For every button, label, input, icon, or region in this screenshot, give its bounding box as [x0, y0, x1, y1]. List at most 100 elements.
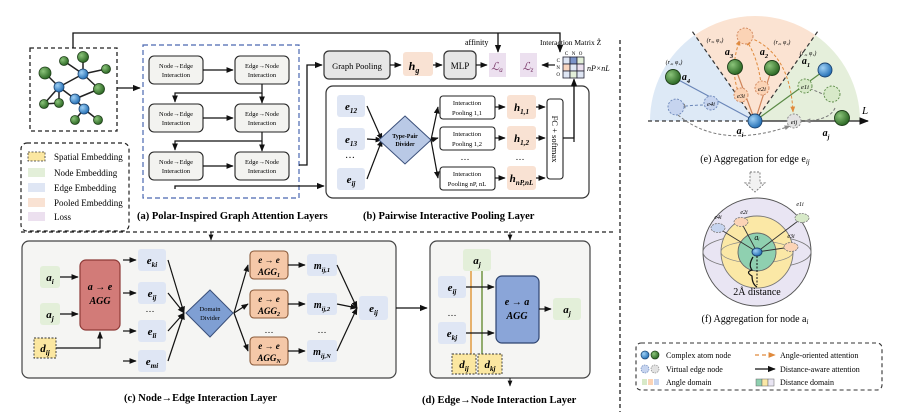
virtual-edge-icon — [650, 364, 660, 374]
box-label: Interaction — [248, 72, 277, 79]
edge-node-label: e4i — [714, 214, 722, 221]
agg-label: AGG2 — [257, 306, 280, 318]
connector-arrow — [336, 307, 358, 352]
legend-label: Pooled Embedding — [54, 198, 123, 208]
swatch-pooled — [28, 198, 45, 207]
swatch-edge — [28, 183, 45, 192]
agg-label: AGGN — [256, 353, 281, 365]
atom-node — [101, 64, 111, 74]
virtual-edge-node — [736, 27, 754, 45]
ellipsis: … — [265, 325, 274, 335]
atom-label: a3 — [725, 47, 734, 60]
box-label: Edge→Node — [245, 159, 279, 166]
domain-boundary — [690, 28, 756, 122]
distance-brace — [747, 256, 758, 288]
atom-node — [77, 68, 89, 80]
axis-label: L — [861, 105, 868, 117]
box-label: Interaction — [162, 120, 191, 127]
matrix-row-label: O — [556, 73, 560, 78]
edge-embedding-box — [138, 320, 166, 342]
virtual-edge-node — [733, 217, 749, 227]
atom-node — [764, 60, 780, 76]
matrix-cell — [569, 70, 578, 79]
center-atom — [751, 247, 763, 257]
pooling-label: Pooling 1,2 — [452, 141, 482, 148]
angle-domain-swatch — [648, 379, 653, 385]
box-label: Interaction — [162, 72, 191, 79]
node-embedding-box — [40, 266, 60, 288]
connector-arrow — [167, 312, 185, 362]
message-embedding-box — [307, 340, 337, 362]
matrix-cell — [562, 70, 571, 79]
virtual-edge-node — [794, 213, 810, 223]
pooling-label: Pooling nP, nL — [448, 181, 486, 188]
node-embedding-box — [40, 303, 60, 325]
agg-label: e → e — [258, 341, 280, 351]
virtual-edge-node — [710, 223, 726, 233]
angle-domain-orange — [694, 16, 816, 122]
atom-node — [93, 115, 103, 125]
center-atom-label: aᵢ — [754, 233, 759, 242]
box-label: Node→Edge — [159, 159, 193, 166]
atom-node — [78, 103, 90, 115]
loss-z-box — [520, 53, 537, 77]
box-label: Edge→Node — [245, 111, 279, 118]
legend-label: Spatial Embedding — [54, 152, 123, 162]
edge-output-box — [359, 296, 388, 320]
edge-embedding-box — [337, 95, 365, 117]
box-label: Node→Edge — [159, 63, 193, 70]
connector-arrow — [563, 79, 577, 139]
divider-label: Divider — [395, 142, 415, 148]
node-embedding-box — [463, 249, 491, 271]
atom-node — [70, 115, 80, 125]
connector-arrow — [167, 292, 185, 314]
atom-node — [69, 93, 81, 105]
fc-softmax-label: FC + softmax — [550, 116, 560, 164]
e-to-a-agg-box — [495, 275, 540, 344]
virtual-edge-node — [733, 87, 749, 103]
pooling-label: Pooling 1,1 — [452, 110, 482, 117]
atom-node — [665, 69, 681, 85]
node-embedding-label: aj — [46, 309, 54, 323]
atom-label: a1 — [802, 56, 810, 69]
edge-embedding-box — [138, 350, 166, 372]
virtual-edge-node — [786, 113, 802, 129]
attention-line — [740, 221, 758, 253]
legend-label: Loss — [54, 212, 72, 222]
swatch-spatial — [27, 151, 46, 162]
pooled-embedding-label: h1,1 — [514, 102, 529, 116]
connector-arrow — [336, 264, 358, 309]
edge-embedding-label: emi — [146, 356, 158, 370]
ellipsis: … — [461, 152, 470, 162]
hg-box — [403, 52, 433, 76]
domain-boundary — [754, 28, 820, 122]
connector-arrow — [233, 303, 249, 314]
pooled-embedding-box — [507, 95, 536, 119]
polar-coordinate-label: (r₃, φ₃) — [707, 37, 724, 44]
node-embedding-label: ai — [46, 272, 54, 286]
affinity-label: affinity — [465, 38, 488, 47]
domain-divider — [185, 289, 234, 338]
legend-label: Angle-oriented attention — [780, 351, 858, 360]
svg-text:ℒz: ℒz — [523, 61, 534, 74]
atom-node — [77, 51, 89, 63]
edge-embedding-label: eij — [347, 174, 356, 188]
edge-embedding-label: eli — [148, 326, 157, 340]
divider-label: Domain — [200, 306, 222, 313]
panel-a-caption: (a) Polar-Inspired Graph Attention Layer… — [137, 211, 328, 222]
spatial-embedding-box — [451, 353, 477, 375]
atom-node — [53, 81, 65, 93]
polar-coordinate-label: (r₄, φ₄) — [666, 59, 683, 66]
connector-arrow — [172, 84, 263, 103]
box-label: Interaction — [248, 120, 277, 127]
svg-text:hg: hg — [409, 59, 420, 75]
panel-e-caption: (e) Aggregation for edge eij — [700, 154, 809, 166]
loss-z-label: ℒ — [523, 61, 532, 73]
virtual-edge-icon — [640, 364, 650, 374]
matrix-cell — [562, 56, 571, 65]
matrix-row-label: N — [556, 66, 560, 71]
agg-label: AGG1 — [257, 267, 280, 279]
edge-output-label: eij — [369, 303, 378, 317]
virtual-edge-node — [783, 242, 799, 252]
